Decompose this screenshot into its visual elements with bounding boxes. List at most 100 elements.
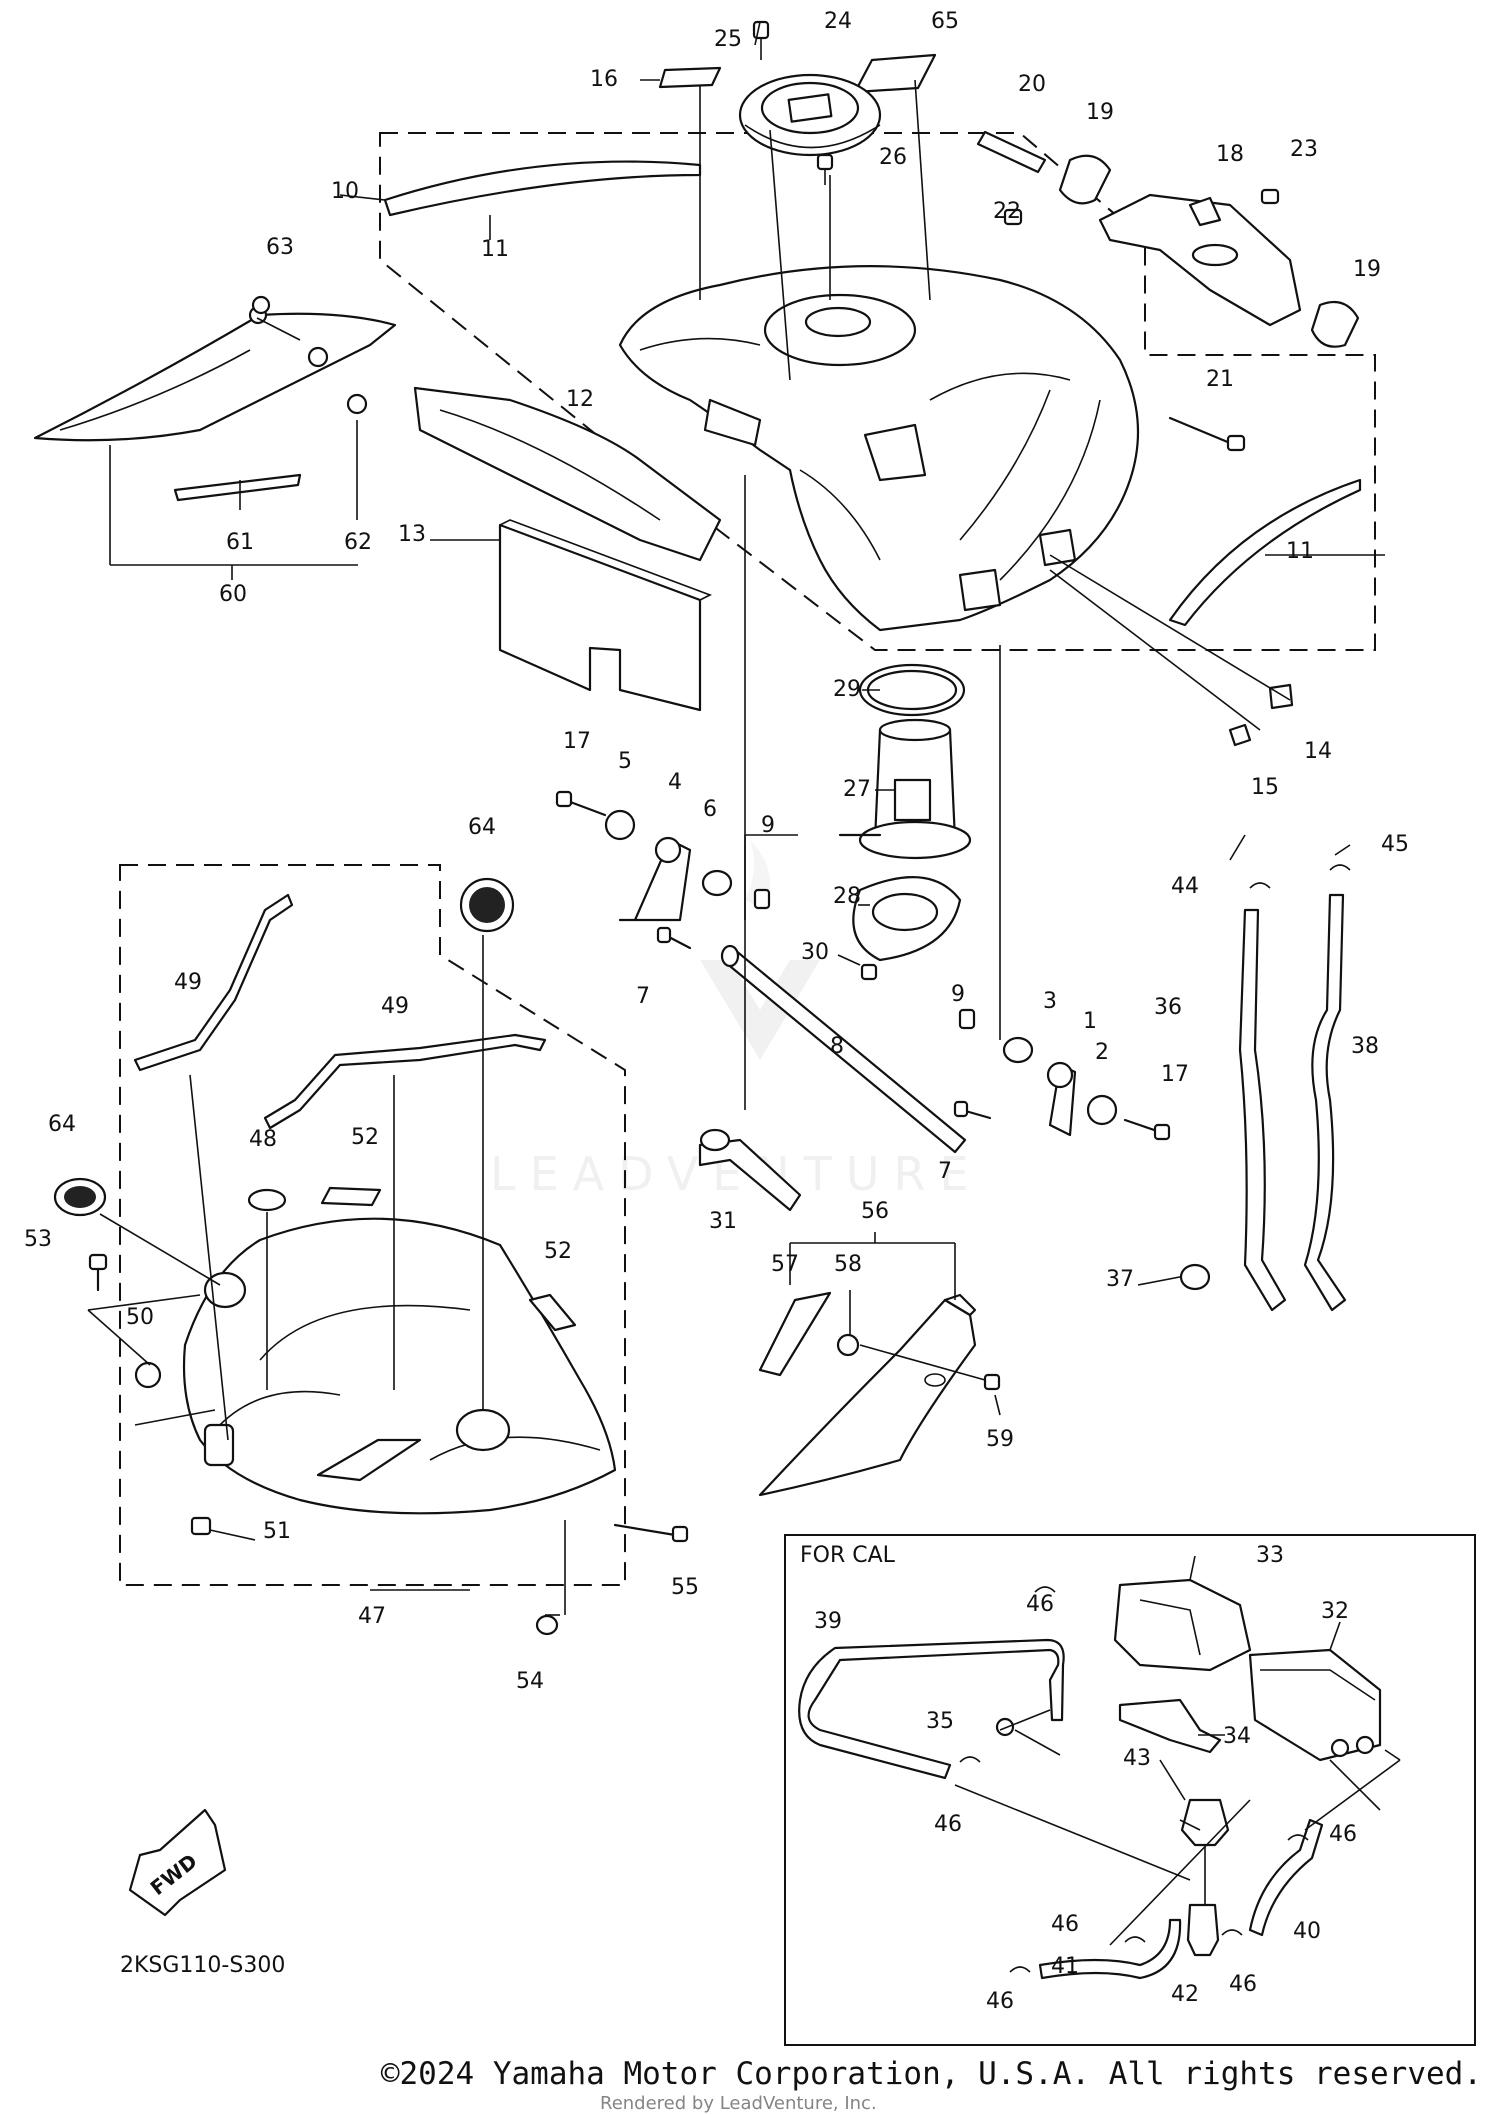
callout-7-lower: 7 — [938, 1159, 952, 1184]
callout-47: 47 — [358, 1604, 386, 1629]
callout-1: 1 — [1083, 1009, 1097, 1034]
callout-46-f: 46 — [1229, 1972, 1257, 1997]
callout-21: 21 — [1206, 367, 1234, 392]
part-17-bolt-left — [555, 790, 607, 817]
callout-19-upper: 19 — [1086, 100, 1114, 125]
callout-6: 6 — [703, 797, 717, 822]
part-53-bolt — [88, 1253, 108, 1292]
callout-45: 45 — [1381, 832, 1409, 857]
callout-8: 8 — [830, 1034, 844, 1059]
part-64-emblem-left — [53, 1177, 107, 1217]
callout-9-upper: 9 — [761, 813, 775, 838]
callout-30: 30 — [801, 940, 829, 965]
callout-11-left: 11 — [481, 237, 509, 262]
part-11-seal-strip-right — [1168, 478, 1362, 627]
part-52-pad-upper — [320, 1186, 382, 1207]
callout-37: 37 — [1106, 1267, 1134, 1292]
callout-56: 56 — [861, 1199, 889, 1224]
part-14-clip — [1268, 683, 1294, 710]
callout-46-c: 46 — [1329, 1822, 1357, 1847]
callout-17-right: 17 — [1161, 1062, 1189, 1087]
callout-11-right: 11 — [1286, 539, 1314, 564]
part-8-shaft — [720, 944, 967, 1154]
part-3-collar — [1002, 1036, 1034, 1064]
part-4-bracket — [618, 836, 692, 922]
callout-64-top: 64 — [468, 815, 496, 840]
part-28-plate — [852, 876, 962, 962]
part-16-label — [658, 66, 722, 89]
part-55-bolt — [613, 1523, 689, 1543]
part-1-bracket — [1046, 1061, 1077, 1137]
callout-34: 34 — [1223, 1724, 1251, 1749]
callout-26: 26 — [879, 145, 907, 170]
callout-44: 44 — [1171, 874, 1199, 899]
callout-38: 38 — [1351, 1034, 1379, 1059]
callout-28: 28 — [833, 884, 861, 909]
callout-62: 62 — [344, 530, 372, 555]
callout-41: 41 — [1051, 1954, 1079, 1979]
callout-18: 18 — [1216, 142, 1244, 167]
callout-49-left: 49 — [174, 970, 202, 995]
part-30-bolt — [860, 963, 878, 981]
cover-leader-lines — [87, 935, 566, 1616]
part-59-bolt — [983, 1373, 1001, 1391]
part-63-bolt — [251, 295, 271, 315]
callout-33: 33 — [1256, 1543, 1284, 1568]
part-54-nut — [535, 1614, 559, 1636]
rendered-by-credit: Rendered by LeadVenture, Inc. — [600, 2093, 877, 2114]
part-15-clip — [1228, 723, 1252, 747]
callout-63: 63 — [266, 235, 294, 260]
callout-27: 27 — [843, 777, 871, 802]
for-cal-title: FOR CAL — [800, 1543, 896, 1568]
part-11-seal-strip — [383, 160, 702, 217]
part-19-damper-upper — [1058, 154, 1112, 205]
callout-49-right: 49 — [381, 994, 409, 1019]
callout-51: 51 — [263, 1519, 291, 1544]
fwd-arrow-icon: FWD — [128, 1808, 227, 1917]
callout-5: 5 — [618, 749, 632, 774]
part-23-bolt — [1260, 188, 1280, 205]
callout-20: 20 — [1018, 72, 1046, 97]
callout-4: 4 — [668, 770, 682, 795]
callout-61: 61 — [226, 530, 254, 555]
part-29-o-ring — [858, 663, 966, 717]
part-52-pad-lower — [528, 1293, 577, 1332]
callout-3: 3 — [1043, 989, 1057, 1014]
part-48-emblem-small — [247, 1188, 287, 1212]
part-58-nut — [836, 1333, 860, 1357]
part-19-damper-lower — [1310, 300, 1360, 348]
callout-32: 32 — [1321, 1599, 1349, 1624]
part-51-collar — [190, 1516, 212, 1536]
part-57-strip — [758, 1291, 832, 1377]
callout-31: 31 — [709, 1209, 737, 1234]
callout-15: 15 — [1251, 775, 1279, 800]
part-49-rod-right — [263, 1033, 547, 1130]
part-9-bolt-upper — [753, 888, 771, 910]
part-17-bolt-right — [1123, 1118, 1171, 1141]
callout-23: 23 — [1290, 137, 1318, 162]
callout-14: 14 — [1304, 739, 1332, 764]
callout-54: 54 — [516, 1669, 544, 1694]
callout-46-b: 46 — [934, 1812, 962, 1837]
part-24-fuel-cap — [738, 73, 882, 157]
callout-40: 40 — [1293, 1919, 1321, 1944]
callout-10: 10 — [331, 179, 359, 204]
part-22-nut — [1003, 208, 1023, 226]
callout-46-d: 46 — [1051, 1912, 1079, 1937]
callout-13: 13 — [398, 522, 426, 547]
part-7-bolt-upper — [656, 926, 692, 950]
callout-12: 12 — [566, 387, 594, 412]
callout-42: 42 — [1171, 1982, 1199, 2007]
callout-55: 55 — [671, 1575, 699, 1600]
part-45-clip — [1329, 864, 1351, 871]
callout-64-left: 64 — [48, 1112, 76, 1137]
part-36-hose — [1238, 908, 1287, 1312]
callout-17-left: 17 — [563, 729, 591, 754]
part-31-hose — [698, 1128, 802, 1212]
part-62-grommet — [346, 393, 368, 415]
callout-53: 53 — [24, 1227, 52, 1252]
callout-36: 36 — [1154, 995, 1182, 1020]
callout-22: 22 — [993, 199, 1021, 224]
callout-48: 48 — [249, 1127, 277, 1152]
callout-7-upper: 7 — [636, 984, 650, 1009]
